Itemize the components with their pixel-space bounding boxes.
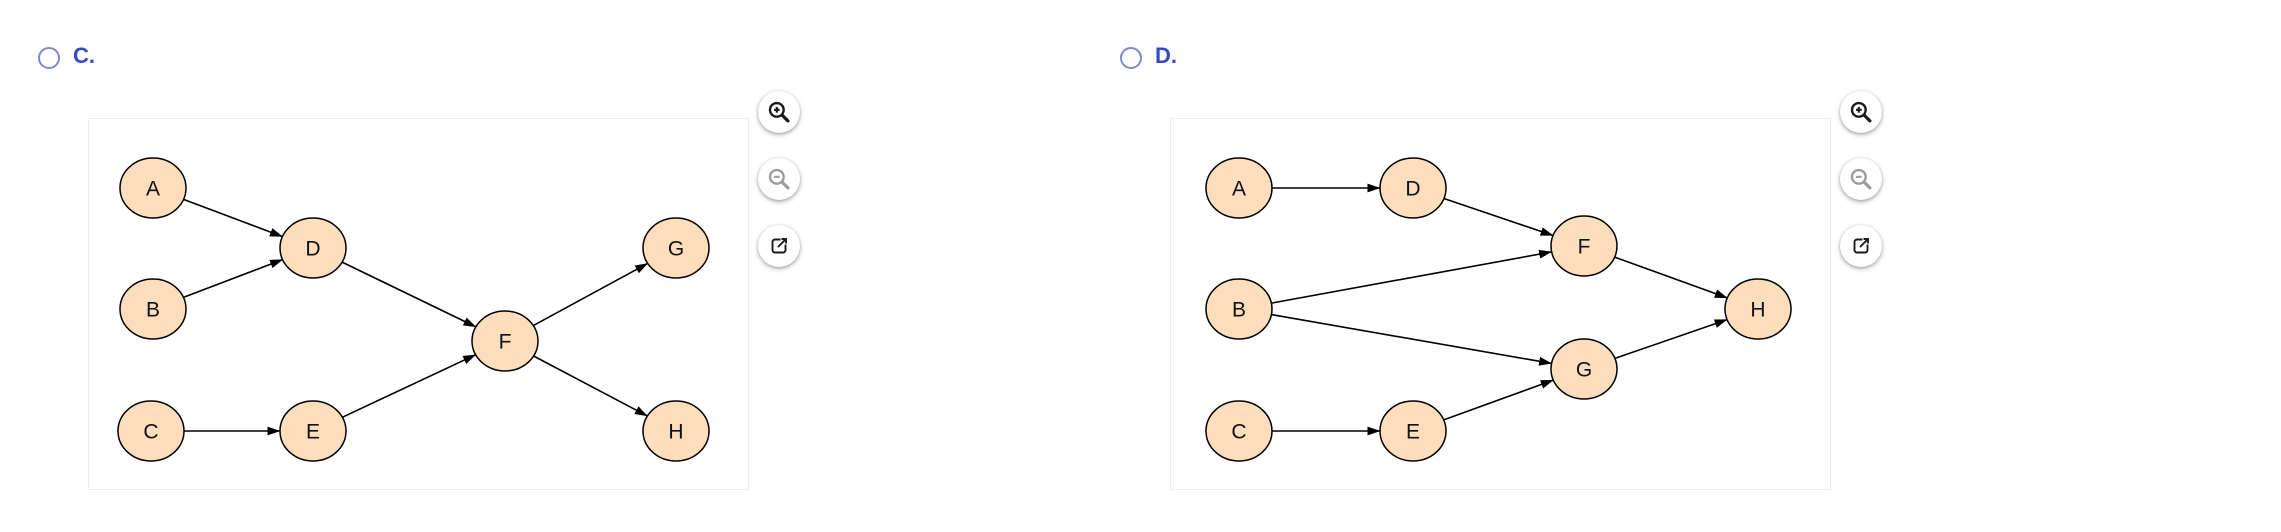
graph-node-label: H — [668, 420, 683, 443]
graph-node-label: C — [143, 420, 158, 443]
option-d-zoom-in-button[interactable] — [1840, 91, 1882, 133]
option-d-open-in-new-button[interactable] — [1840, 225, 1882, 267]
graph-node-label: B — [146, 298, 160, 321]
graph-edge-B-G — [1271, 313, 1553, 366]
graph-node-label: G — [668, 237, 684, 260]
option-c-open-in-new-button[interactable] — [758, 225, 800, 267]
open-in-new-icon — [1853, 238, 1869, 254]
graph-edge-B-D — [183, 258, 284, 299]
graph-node-F: F — [1550, 215, 1618, 277]
graph-node-label: G — [1576, 358, 1592, 381]
graph-node-D: D — [1379, 157, 1447, 219]
graph-node-label: F — [499, 330, 512, 353]
graph-node-A: A — [119, 157, 187, 219]
graph-node-F: F — [471, 310, 539, 372]
graph-node-C: C — [1205, 400, 1273, 462]
graph-node-label: A — [1232, 177, 1246, 200]
option-c-graph-panel: A B C D E F G H — [88, 118, 749, 490]
option-c-graph-controls — [758, 91, 800, 267]
option-c-radio[interactable] — [38, 47, 60, 69]
graph-node-label: D — [1405, 177, 1420, 200]
graph-edge-D-F — [341, 261, 477, 328]
option-c-zoom-out-button[interactable] — [758, 158, 800, 200]
option-d-radio[interactable] — [1120, 47, 1142, 69]
graph-node-label: F — [1578, 235, 1591, 258]
graph-node-label: B — [1232, 298, 1246, 321]
option-c-label[interactable]: C. — [73, 43, 95, 68]
zoom-out-icon — [1850, 168, 1872, 190]
graph-node-A: A — [1205, 157, 1273, 219]
graph-edge-E-G — [1443, 379, 1554, 421]
zoom-out-icon — [768, 168, 790, 190]
graph-edge-B-F — [1271, 249, 1553, 304]
graph-node-label: E — [306, 420, 320, 443]
graph-edge-D-F — [1443, 197, 1554, 237]
answer-option-d: D. A D B C E F G H — [1082, 0, 2164, 532]
option-d-label[interactable]: D. — [1155, 43, 1177, 68]
graph-edge-F-H — [1614, 256, 1728, 299]
graph-node-C: C — [117, 400, 185, 462]
graph-edge-F-H — [533, 355, 648, 417]
option-d-graph-controls — [1840, 91, 1882, 267]
option-c-graph: A B C D E F G H — [117, 157, 710, 462]
option-d-graph-panel: A D B C E F G H — [1170, 118, 1831, 490]
graph-node-D: D — [279, 217, 347, 279]
answer-option-c: C. A B C D E F G H — [0, 0, 1082, 532]
graph-node-label: H — [1750, 298, 1765, 321]
graph-node-B: B — [1205, 278, 1273, 340]
graph-edge-E-F — [341, 353, 477, 419]
graph-node-G: G — [642, 217, 710, 279]
graph-node-label: A — [146, 177, 160, 200]
graph-edge-A-D — [183, 198, 283, 238]
option-d-zoom-out-button[interactable] — [1840, 158, 1882, 200]
graph-node-B: B — [119, 278, 187, 340]
option-c-zoom-in-button[interactable] — [758, 91, 800, 133]
zoom-in-icon — [1850, 101, 1872, 123]
graph-node-H: H — [1724, 278, 1792, 340]
graph-edge-G-H — [1614, 318, 1728, 360]
graph-node-label: C — [1231, 420, 1246, 443]
graph-node-label: E — [1406, 420, 1420, 443]
graph-node-E: E — [1379, 400, 1447, 462]
graph-node-H: H — [642, 400, 710, 462]
graph-node-G: G — [1550, 338, 1618, 400]
graph-edge-F-G — [532, 262, 649, 327]
graph-node-E: E — [279, 400, 347, 462]
graph-node-label: D — [305, 237, 320, 260]
option-d-graph: A D B C E F G H — [1205, 157, 1792, 462]
open-in-new-icon — [771, 238, 787, 254]
zoom-in-icon — [768, 101, 790, 123]
